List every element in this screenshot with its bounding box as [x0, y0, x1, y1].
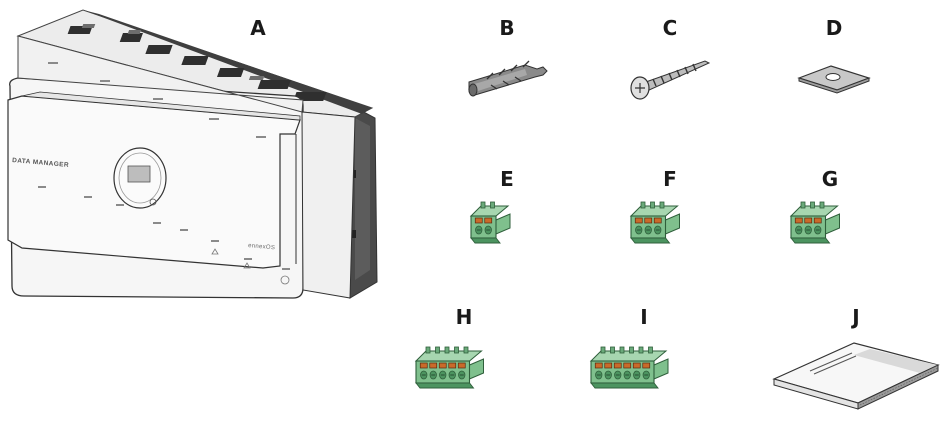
wall-plug — [465, 55, 555, 100]
connector-g — [785, 200, 885, 255]
connector-e — [465, 200, 555, 255]
label-e: E — [500, 167, 514, 191]
connector-h — [410, 345, 530, 405]
connector-f — [625, 200, 725, 255]
label-h: H — [455, 305, 473, 329]
washer — [795, 60, 875, 100]
documentation-booklet — [770, 335, 944, 415]
label-c: C — [662, 16, 678, 40]
screw — [625, 55, 715, 105]
device-brand: ennexOS — [248, 243, 276, 251]
connector-i — [585, 345, 715, 405]
label-a: A — [250, 16, 266, 40]
label-b: B — [499, 16, 515, 40]
label-d: D — [825, 16, 843, 40]
label-i: I — [640, 305, 648, 329]
device-name: DATA MANAGER — [12, 157, 69, 169]
label-j: J — [852, 305, 860, 329]
label-f: F — [663, 167, 677, 191]
label-g: G — [821, 167, 839, 191]
data-manager-device: DATA MANAGER ennexOS — [0, 0, 390, 310]
